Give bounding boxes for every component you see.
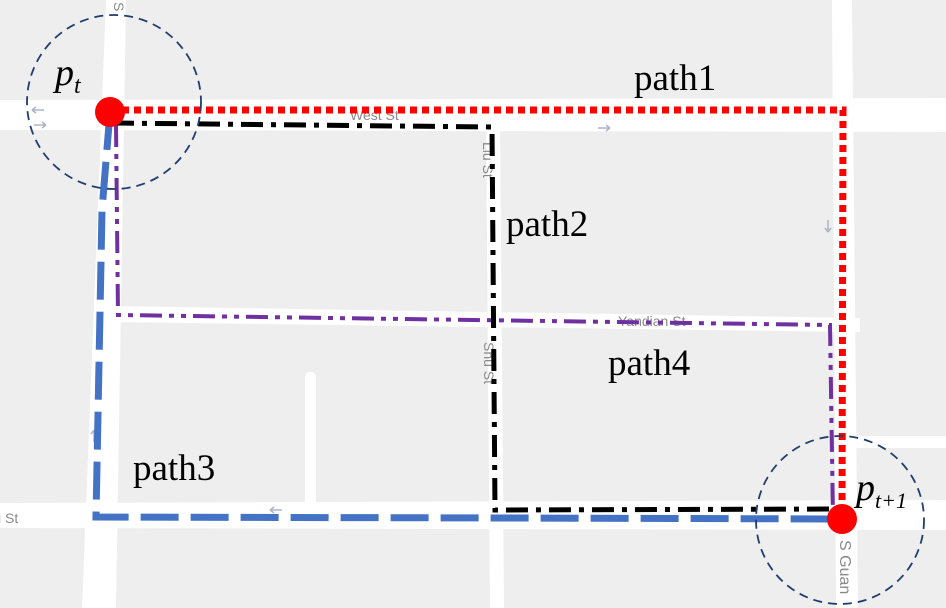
route-paths bbox=[92, 106, 847, 523]
path2-label: path2 bbox=[506, 204, 588, 245]
road-dead-end bbox=[305, 372, 316, 512]
path1-line bbox=[110, 106, 847, 520]
end-search-circle bbox=[755, 435, 925, 605]
end-point-marker bbox=[827, 504, 857, 534]
end-point-subscript: t+1 bbox=[875, 488, 907, 513]
road-left-avenue bbox=[82, 0, 126, 608]
lane-arrow-icon bbox=[598, 124, 611, 132]
start-point-subscript: t bbox=[74, 73, 82, 99]
street-label-i-st: i St bbox=[0, 510, 18, 526]
street-label-s-guan: S Guan bbox=[836, 540, 853, 594]
lane-arrow-icon bbox=[269, 506, 282, 514]
end-point-label: pt+1 bbox=[853, 467, 907, 513]
path3-line bbox=[92, 111, 843, 523]
start-search-circle bbox=[26, 14, 202, 190]
path4-line bbox=[114, 124, 835, 520]
path4-label: path4 bbox=[608, 343, 690, 384]
start-point-label: pt bbox=[52, 52, 82, 99]
path3-label: path3 bbox=[133, 448, 215, 489]
lane-arrow-icon bbox=[31, 106, 44, 114]
lane-arrow-icon bbox=[34, 121, 47, 129]
start-point-marker bbox=[95, 97, 125, 127]
road-east-spur bbox=[852, 436, 946, 448]
path2-line bbox=[111, 120, 843, 513]
end-point-base: p bbox=[853, 467, 875, 509]
street-label-s: S bbox=[111, 2, 127, 11]
start-point-base: p bbox=[52, 52, 74, 94]
street-label-yandian-st: Yandian St bbox=[618, 313, 686, 329]
road-yandian-st bbox=[110, 306, 860, 332]
path1-label: path1 bbox=[634, 58, 716, 99]
lane-arrow-icon bbox=[824, 220, 832, 233]
